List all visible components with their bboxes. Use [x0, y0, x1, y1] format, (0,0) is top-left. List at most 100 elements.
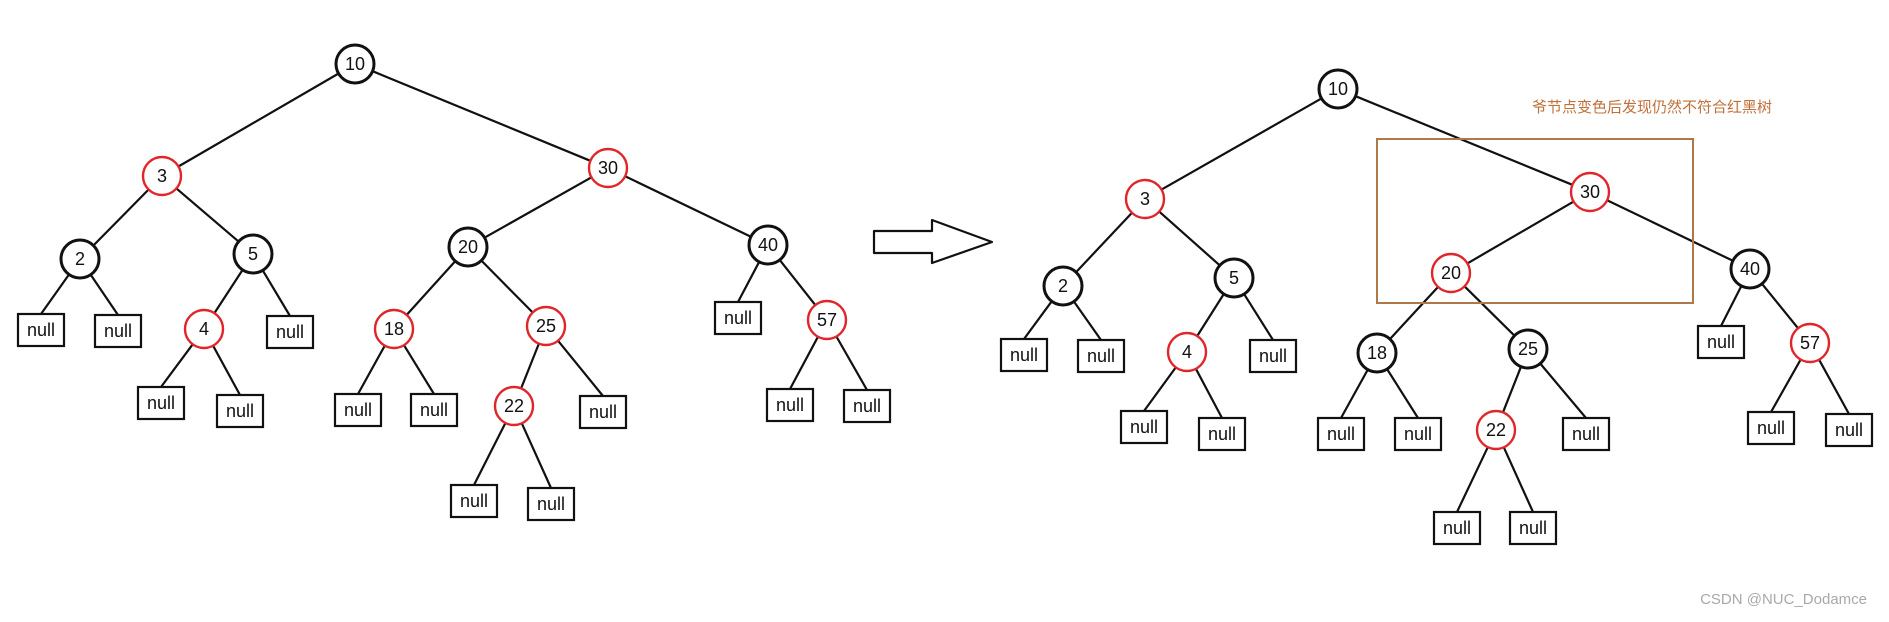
watermark: CSDN @NUC_Dodamce [1700, 591, 1867, 608]
null-leaf-box [526, 486, 576, 522]
null-leaf: null [93, 313, 143, 349]
null-leaf-label: null [1835, 420, 1863, 440]
tree-edge-30-20 [1466, 200, 1575, 265]
tree-node-key: 25 [536, 316, 556, 336]
leaf-edge-18-6 [1385, 368, 1420, 420]
null-leaf: null [16, 312, 66, 348]
null-leaf-label: null [104, 321, 132, 341]
tree-node-10: 10 [334, 43, 376, 85]
leaf-edge-4-3 [1142, 366, 1177, 413]
leaf-edge-2-0 [1022, 300, 1053, 341]
leaf-edge-18-6 [402, 344, 436, 396]
tree-node-circle [232, 233, 274, 275]
tree-edge-3-2 [1074, 211, 1134, 274]
edges [39, 70, 869, 490]
tree-node-key: 18 [384, 319, 404, 339]
tree-node-key: 40 [758, 235, 778, 255]
tree-node-circle [447, 226, 489, 268]
tree-edge-20-18 [1388, 285, 1440, 341]
null-leaf-box [578, 394, 628, 430]
tree-edge-3-2 [92, 188, 150, 247]
tree-node-circle [59, 238, 101, 280]
null-leaf-label: null [344, 400, 372, 420]
null-leaf-box [1076, 338, 1126, 374]
tree-node-5: 5 [1213, 257, 1255, 299]
tree-node-circle [1213, 257, 1255, 299]
tree-node-circle [1430, 252, 1472, 294]
null-leaf-label: null [147, 393, 175, 413]
null-leaf-box [449, 483, 499, 519]
highlight-box [1376, 138, 1694, 304]
null-leaf-label: null [276, 322, 304, 342]
tree-edge-10-3 [1160, 97, 1323, 191]
tree-node-18: 18 [1356, 332, 1398, 374]
null-leaf: null [842, 388, 892, 424]
tree-node-circle [1729, 248, 1771, 290]
null-leaf: null [1561, 416, 1611, 452]
tree-edge-30-40 [623, 175, 753, 238]
tree-node-circle [1317, 68, 1359, 110]
null-leaf-label: null [724, 308, 752, 328]
tree-edge-10-30 [371, 70, 592, 162]
null-leaf: null [409, 392, 459, 428]
leaf-edge-4-4 [1194, 367, 1224, 420]
null-leaf-label: null [1757, 418, 1785, 438]
leaf-edge-2-1 [1072, 300, 1103, 342]
null-leaf-box [713, 300, 763, 336]
null-leaf: null [333, 392, 383, 428]
tree-node-circle [141, 155, 183, 197]
tree-node-key: 22 [504, 396, 524, 416]
tree-edge-3-5 [1158, 210, 1221, 267]
tree-node-25: 25 [525, 305, 567, 347]
tree-node-22: 22 [493, 385, 535, 427]
null-leaf-box [1393, 416, 1443, 452]
null-leaf: null [1316, 416, 1366, 452]
null-leaf-box [215, 393, 265, 429]
tree-edge-40-57 [1760, 282, 1800, 330]
null-leaf-label: null [1010, 345, 1038, 365]
tree-edge-30-40 [1605, 199, 1735, 262]
tree-node-key: 5 [1229, 268, 1239, 288]
null-leaf-label: null [1259, 346, 1287, 366]
tree-node-40: 40 [747, 224, 789, 266]
tree-node-circle [1569, 171, 1611, 213]
null-leaf-box [265, 314, 315, 350]
null-leaf-label: null [1404, 424, 1432, 444]
tree-node-30: 30 [587, 147, 629, 189]
null-leaf-box [999, 337, 1049, 373]
null-leaf-label: null [27, 320, 55, 340]
leaf-edge-22-8 [472, 421, 507, 487]
tree-node-2: 2 [59, 238, 101, 280]
null-leaf-box [842, 388, 892, 424]
leaf-edge-25-7 [1539, 362, 1588, 420]
tree-edge-30-20 [483, 176, 593, 239]
tree-node-circle [493, 385, 535, 427]
leaf-edge-18-5 [356, 344, 386, 396]
tree-edge-25-22 [1501, 365, 1523, 414]
null-leaf-label: null [460, 491, 488, 511]
tree-edge-40-57 [778, 258, 817, 307]
tree-node-circle [1124, 178, 1166, 220]
null-leaf: null [1197, 416, 1247, 452]
tree-node-key: 20 [458, 237, 478, 257]
tree-node-key: 25 [1518, 339, 1538, 359]
null-leaf: null [713, 300, 763, 336]
null-leaf-box [1696, 324, 1746, 360]
tree-node-30: 30 [1569, 171, 1611, 213]
tree-node-3: 3 [1124, 178, 1166, 220]
tree-node-4: 4 [183, 308, 225, 350]
tree-node-circle [1356, 332, 1398, 374]
null-leaf-box [1248, 338, 1298, 374]
null-leaf-box [16, 312, 66, 348]
leaf-edge-18-5 [1339, 368, 1369, 420]
transition-arrow [872, 218, 994, 265]
null-leaf-label: null [1208, 424, 1236, 444]
tree-node-3: 3 [141, 155, 183, 197]
tree-node-2: 2 [1042, 265, 1084, 307]
edges [1022, 95, 1851, 514]
tree-edge-5-4 [213, 268, 244, 315]
null-leaf: null [265, 314, 315, 350]
